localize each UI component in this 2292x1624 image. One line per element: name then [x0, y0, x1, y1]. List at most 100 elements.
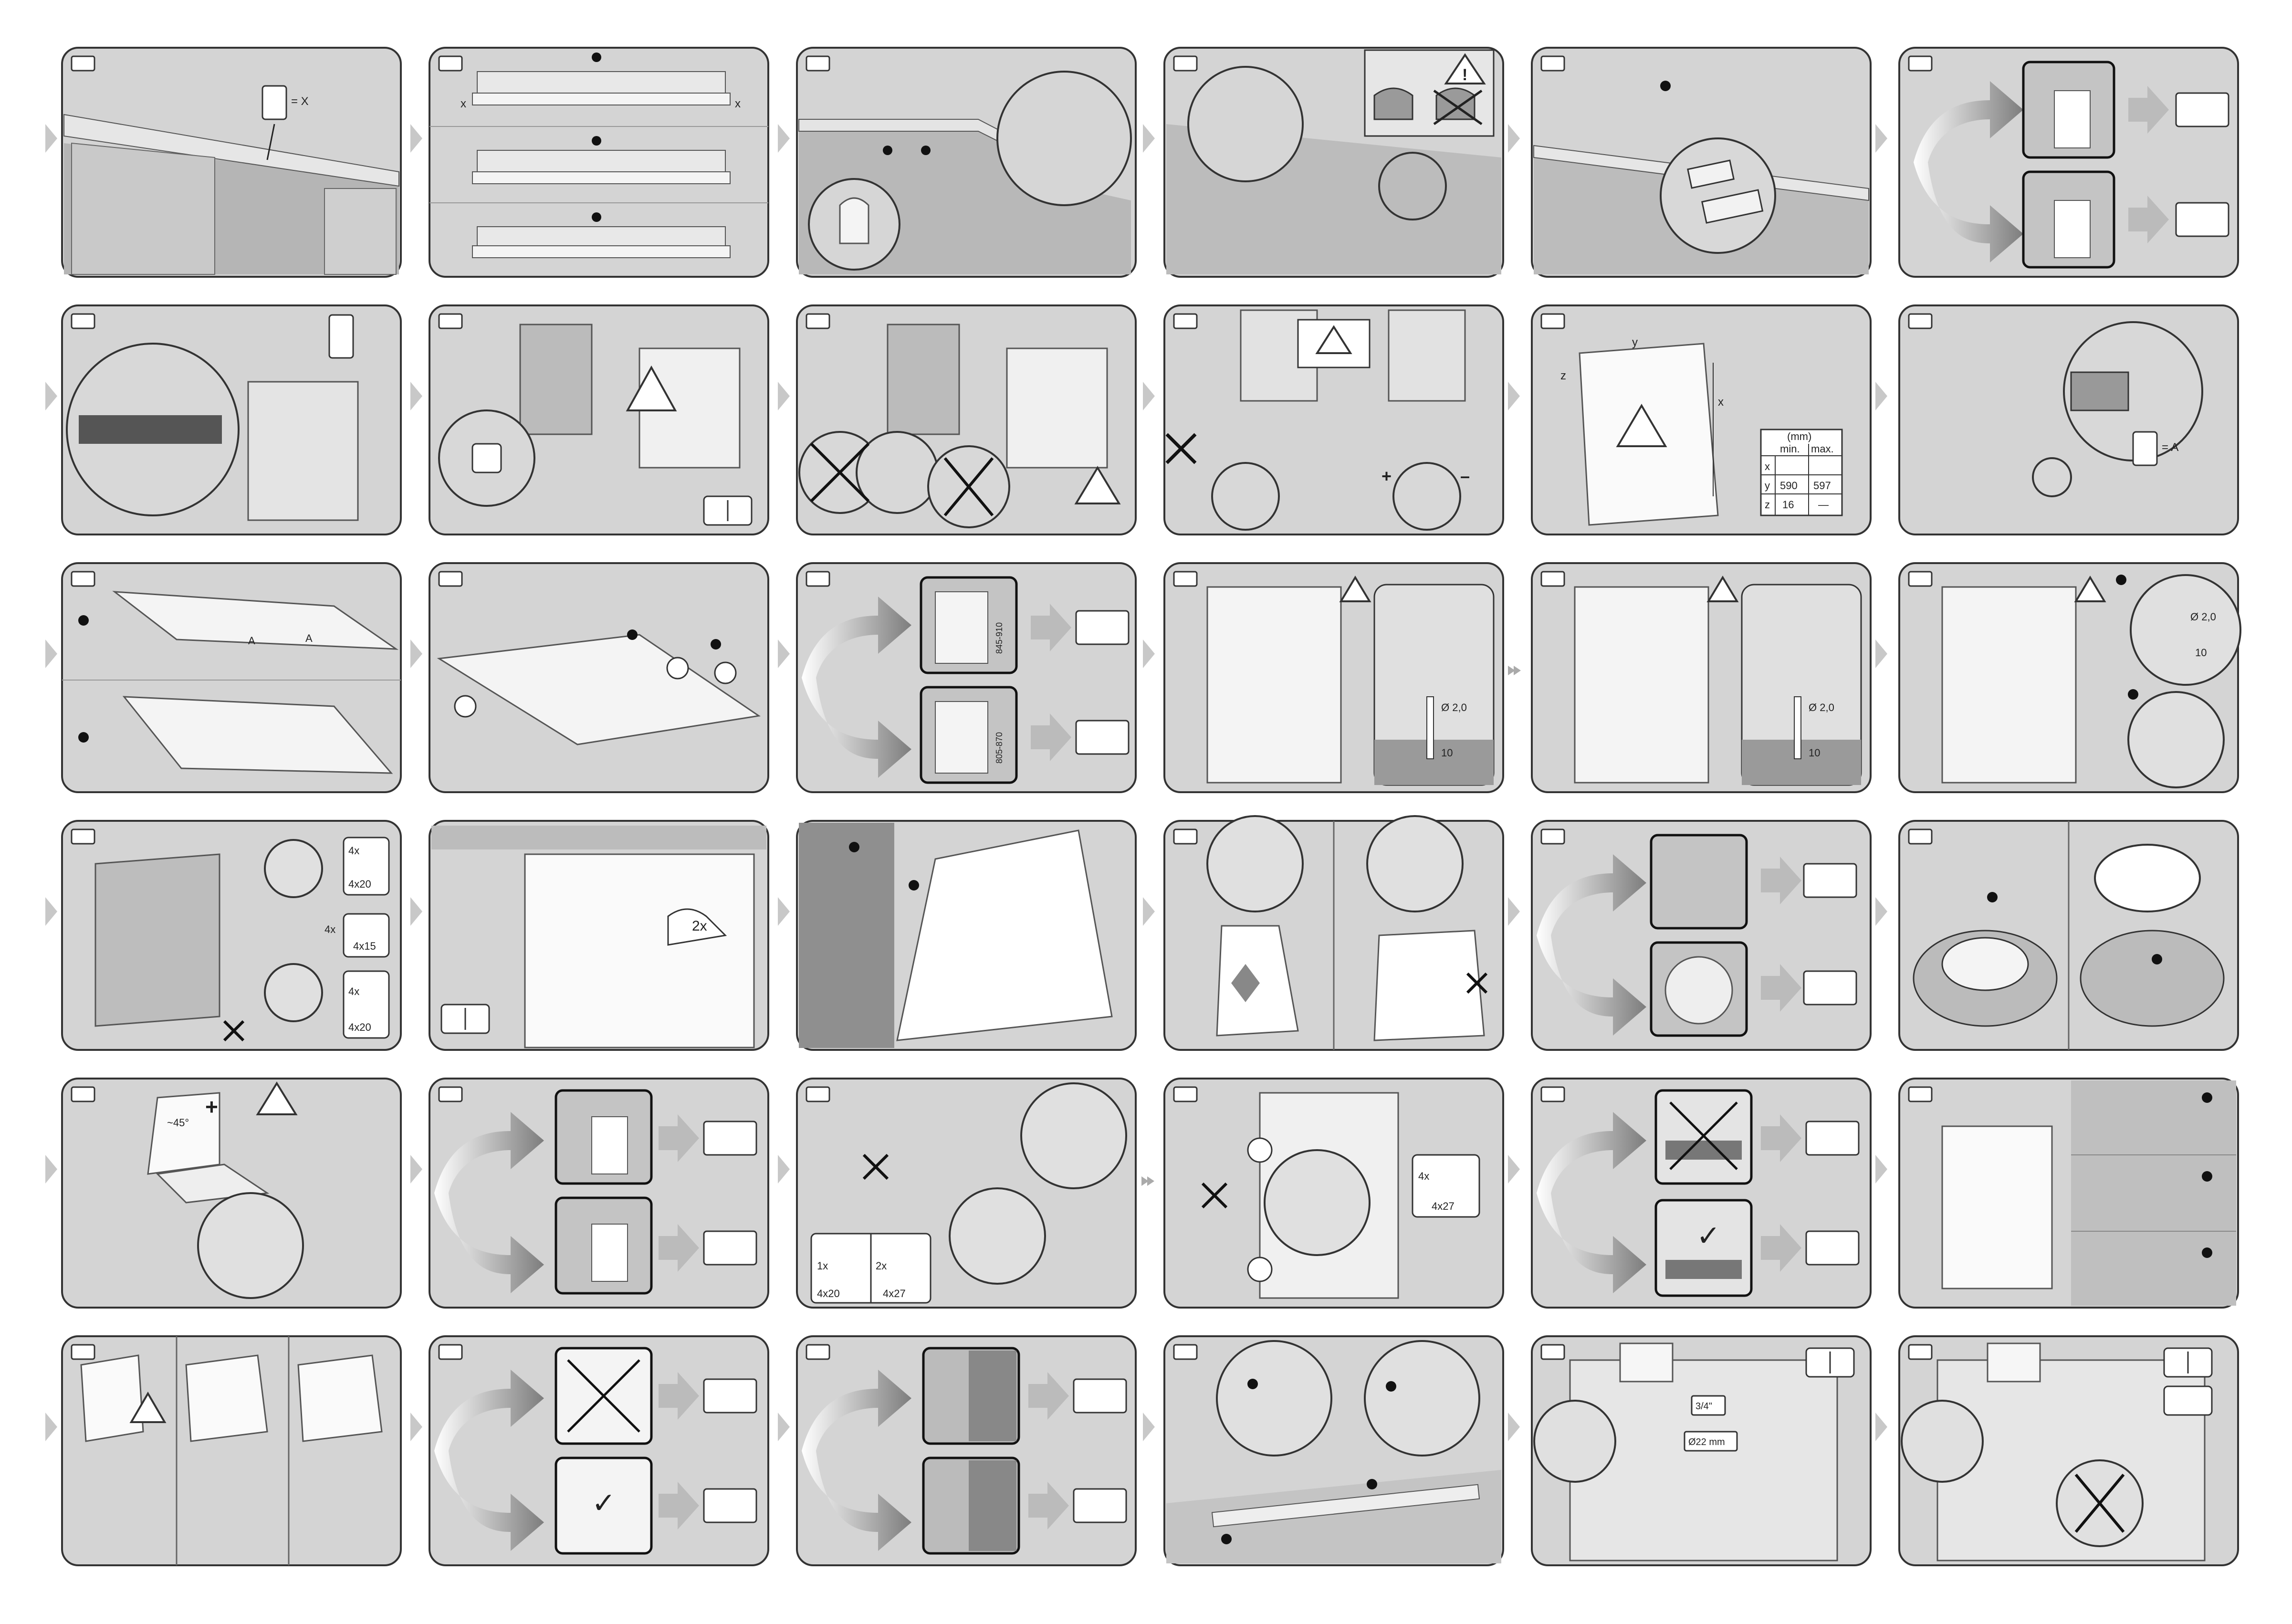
bullet-dot: [78, 732, 89, 743]
foot-magnifier: [1393, 463, 1460, 530]
dimension-table: (mm) min. max. x y 590 597 z 16 —: [1761, 430, 1842, 515]
screw-count: 1x: [817, 1260, 828, 1272]
step-number-box: [439, 572, 462, 586]
label-y: y: [1632, 336, 1638, 349]
bullet-dot: [78, 615, 89, 626]
panel-r4-c1: 4x 4x20 4x 4x15 4x 4x20: [62, 821, 401, 1050]
screw-count: 2x: [876, 1260, 887, 1272]
detail-magnifier: [1902, 1401, 1983, 1482]
option-target-box: [2176, 203, 2229, 236]
panel-r4-c5: [1532, 821, 1871, 1050]
bullet-dot: [849, 842, 859, 852]
screw-size: 4x27: [1432, 1200, 1455, 1212]
panel-r2-c1: [62, 305, 401, 534]
panel-r6-c1: [62, 1336, 401, 1565]
panel-r4-c4: [1164, 816, 1503, 1050]
panel-r6-c4: [1164, 1336, 1503, 1565]
height-range-2: 805-870: [994, 732, 1004, 764]
panel-r4-c6: [1899, 821, 2238, 1050]
detail-magnifier: [1365, 1341, 1479, 1456]
panel-r3-c1: A A: [62, 563, 401, 792]
option-target-box: [1076, 721, 1129, 754]
step-number-box: [72, 1345, 94, 1359]
step-number-box: [806, 572, 829, 586]
panel-r1-c1: = X: [62, 48, 401, 277]
template-sheet: [1207, 587, 1341, 783]
detail-magnifier: [1188, 67, 1303, 181]
bullet-dot: [1367, 1479, 1377, 1489]
panel-r6-c3: [797, 1336, 1136, 1565]
screw-size: 4x15: [353, 940, 376, 952]
detail-magnifier: [1534, 1401, 1615, 1482]
check-mark: ✓: [592, 1487, 616, 1519]
screw-size: 4x20: [348, 1021, 371, 1033]
measure-icon: [2133, 432, 2157, 465]
detail-magnifier: [2131, 575, 2240, 685]
panel-r3-c6: Ø 2,0 10: [1899, 563, 2240, 792]
bullet-dot: [2116, 575, 2126, 585]
anchor-icon: [329, 315, 353, 358]
panel-r1-c6: [1899, 48, 2238, 277]
panel-r1-c5: [1532, 48, 1871, 277]
template-sheet: [1575, 587, 1708, 783]
panel-r5-c3: 1x 4x20 2x 4x27: [797, 1079, 1136, 1308]
angle-label: ~45°: [167, 1117, 189, 1129]
detail-magnifier: [2128, 692, 2224, 787]
foot-magnifier: [1212, 463, 1279, 530]
step-number-box: [1909, 314, 1932, 328]
warning-mark: !: [1462, 66, 1467, 84]
screw-count: 4x: [348, 845, 359, 857]
panel-r1-c2: x x: [429, 48, 768, 277]
bullet-dot: [921, 146, 931, 155]
step-number-box: [806, 56, 829, 71]
panel-r4-c2: 2x: [429, 821, 768, 1050]
bullet-dot: [1247, 1379, 1258, 1389]
option-target-box: [704, 1231, 756, 1265]
option-target-box: [704, 1379, 756, 1413]
detail-magnifier: [1265, 1150, 1370, 1255]
panel-r2-c4: + –: [1164, 305, 1503, 534]
table-unit: (mm): [1787, 430, 1811, 442]
step-number-box: [1909, 829, 1932, 844]
dishwasher: [1007, 348, 1107, 468]
panel-r2-c5: x y z (mm) min. max. x y 590 597 z 16 —: [1532, 305, 1871, 534]
label-eq-x: = X: [291, 95, 309, 108]
panel-r2-c2: [429, 305, 768, 534]
bullet-dot: [2152, 954, 2162, 964]
bullet-dot: [1987, 892, 1998, 902]
furniture-front: [95, 854, 220, 1026]
panel-r5-c4: 4x 4x27: [1164, 1079, 1503, 1308]
bullet-dot: [1660, 81, 1671, 91]
option-target-box: [704, 1489, 756, 1522]
panel-r5-c6: [1899, 1079, 2238, 1308]
panel-r5-c2: [429, 1079, 768, 1308]
step-number-box: [439, 1087, 462, 1101]
table-row-x: x: [1765, 461, 1770, 472]
drill-diameter: Ø 2,0: [2190, 611, 2216, 623]
step-number-box: [1174, 1345, 1197, 1359]
panel-r4-c3: [797, 821, 1136, 1050]
hand-icon: [840, 198, 869, 243]
step-number-box: [72, 572, 94, 586]
panel-r3-c2: [429, 563, 768, 792]
step-number-box: [439, 56, 462, 71]
label-x: x: [460, 97, 466, 110]
panel-r3-c5: Ø 2,0 10: [1532, 563, 1871, 792]
detail-magnifier: [1021, 1083, 1126, 1188]
panel-r5-c5: ✓: [1532, 1079, 1871, 1308]
step-number-box: [439, 1345, 462, 1359]
table-y-max: 597: [1813, 480, 1831, 492]
step-number-box: [806, 314, 829, 328]
detail-magnifier: [997, 72, 1131, 205]
step-number-box: [1909, 56, 1932, 71]
drill-diameter: Ø 2,0: [1441, 702, 1467, 713]
bullet-dot: [592, 212, 601, 222]
panel-r3-c4: Ø 2,0 10: [1164, 563, 1503, 792]
label-plus: +: [1381, 466, 1392, 486]
panel-r6-c6: [1899, 1336, 2238, 1565]
table-row-z: z: [1765, 499, 1770, 511]
option-target-box: [1804, 864, 1856, 897]
bullet-dot: [1221, 1534, 1232, 1544]
bullet-dot: [883, 146, 892, 155]
